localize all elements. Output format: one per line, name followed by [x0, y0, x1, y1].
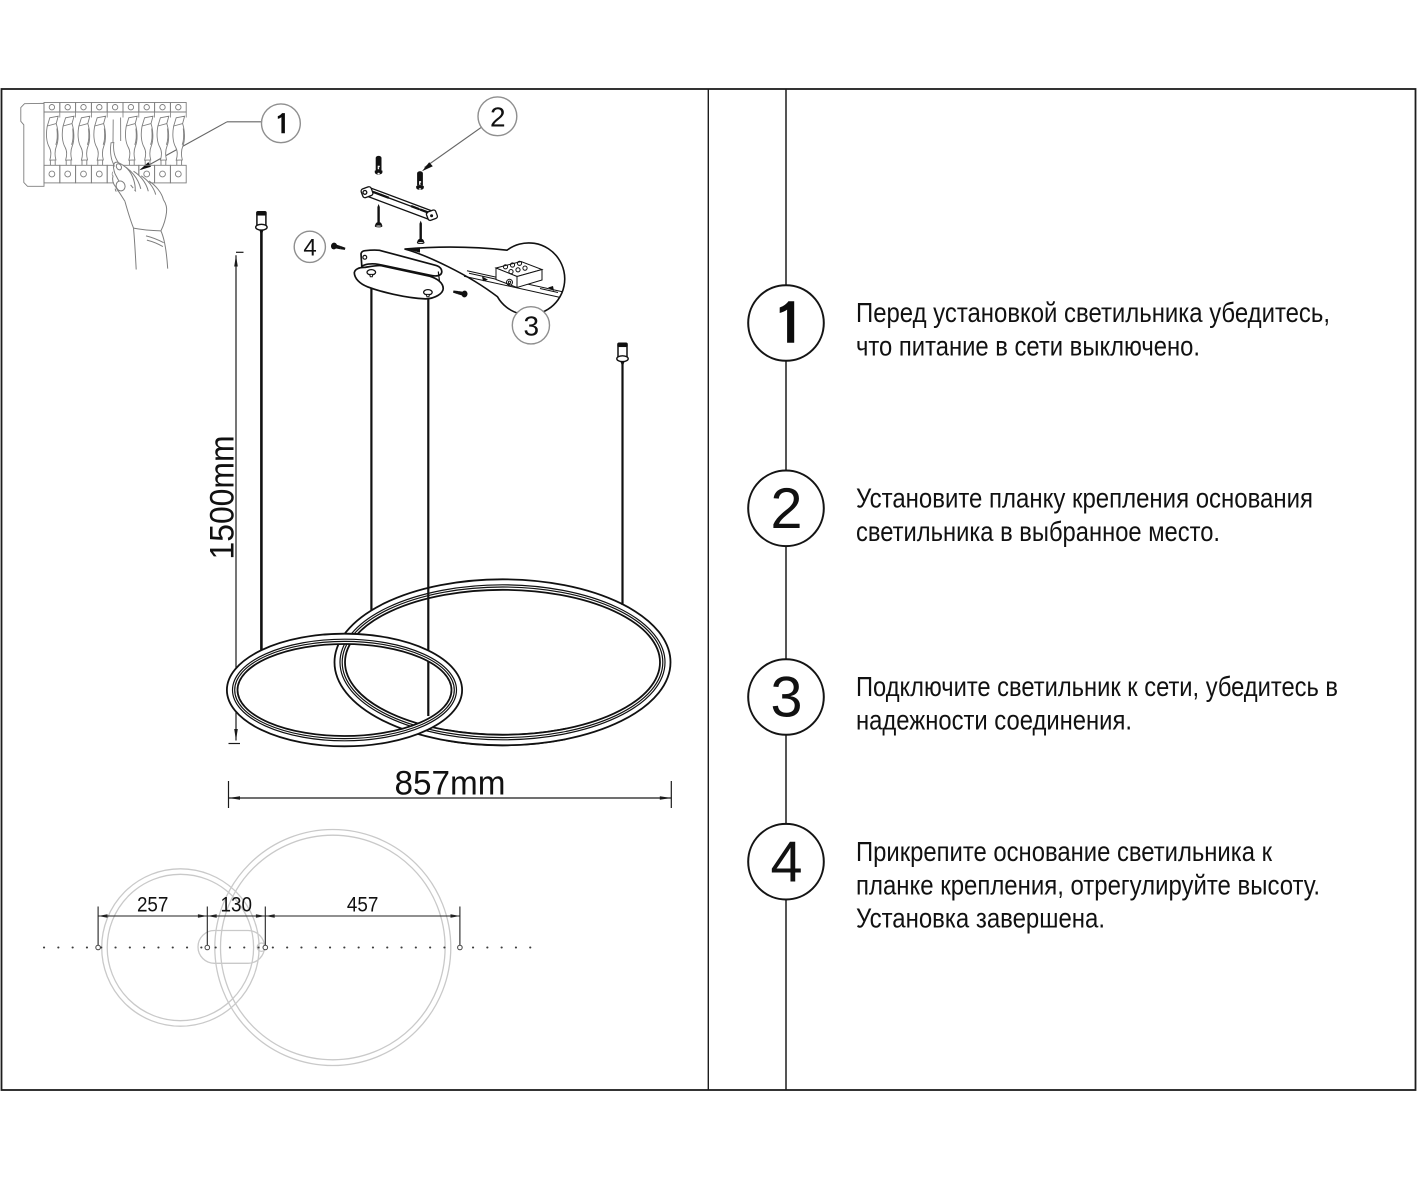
svg-text:3: 3 — [771, 666, 803, 730]
svg-text:1500mm: 1500mm — [204, 436, 242, 560]
svg-text:Установите планку крепления ос: Установите планку крепления основания — [856, 483, 1313, 514]
svg-text:130: 130 — [221, 894, 253, 917]
svg-text:2: 2 — [771, 477, 803, 541]
svg-text:Подключите светильник к сети,: Подключите светильник к сети, убедитесь … — [856, 671, 1338, 702]
svg-text:257: 257 — [137, 894, 169, 917]
svg-text:что питание в сети выключено.: что питание в сети выключено. — [856, 331, 1200, 362]
svg-text:4: 4 — [303, 234, 316, 261]
svg-text:857mm: 857mm — [395, 765, 506, 803]
svg-text:Установка завершена.: Установка завершена. — [856, 903, 1105, 934]
svg-text:3: 3 — [524, 310, 540, 341]
svg-text:Перед установкой светильника у: Перед установкой светильника убедитесь, — [856, 297, 1330, 328]
svg-text:светильника в выбранное место.: светильника в выбранное место. — [856, 516, 1220, 547]
svg-text:4: 4 — [771, 830, 803, 894]
svg-text:планке крепления, отрегулируйт: планке крепления, отрегулируйте высоту. — [856, 869, 1320, 900]
svg-text:надежности соединения.: надежности соединения. — [856, 705, 1132, 736]
svg-text:2: 2 — [490, 101, 506, 132]
svg-text:457: 457 — [347, 894, 379, 917]
svg-text:Прикрепите основание светильни: Прикрепите основание светильника к — [856, 836, 1273, 867]
